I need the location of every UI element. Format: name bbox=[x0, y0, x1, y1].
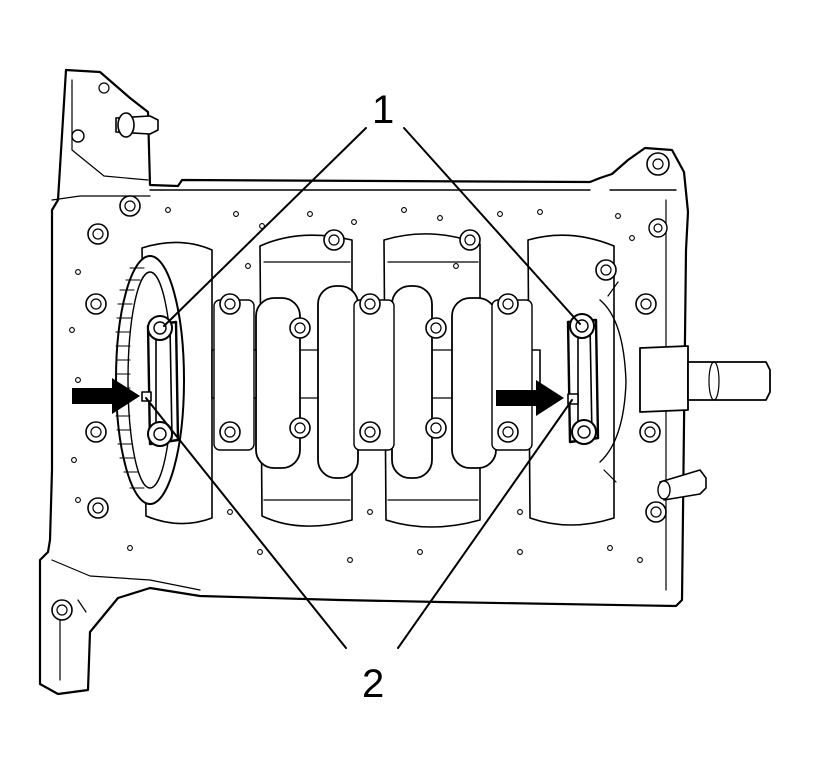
bolt-center bbox=[294, 322, 306, 334]
deck-hole bbox=[71, 457, 77, 463]
bolt-center bbox=[430, 422, 442, 434]
bolt-center bbox=[430, 322, 442, 334]
deck-hole bbox=[453, 263, 459, 269]
left-alignment-mark bbox=[141, 391, 152, 402]
deck-hole bbox=[615, 213, 621, 219]
bolt-center bbox=[56, 604, 68, 616]
bolt-center bbox=[124, 200, 136, 212]
block-bolts bbox=[51, 195, 667, 621]
main-bearing-caps bbox=[213, 299, 533, 451]
deck-hole bbox=[607, 545, 613, 551]
deck-hole bbox=[165, 207, 171, 213]
deck-hole bbox=[401, 207, 407, 213]
left-bearing-cap bbox=[141, 315, 180, 447]
top-right-boss bbox=[646, 152, 670, 238]
deck-hole bbox=[437, 215, 443, 221]
deck-hole bbox=[307, 211, 313, 217]
bolt-head bbox=[87, 223, 109, 245]
callout-1: 1 bbox=[372, 88, 395, 132]
bolt-head bbox=[87, 497, 109, 519]
bolt-head bbox=[289, 317, 311, 339]
bolt-head bbox=[51, 599, 73, 621]
bolt-head bbox=[497, 421, 519, 443]
right-arrow bbox=[496, 380, 564, 416]
deck-hole bbox=[637, 557, 643, 563]
bolt-head bbox=[425, 417, 447, 439]
bolt-head bbox=[85, 421, 107, 443]
bolt-center bbox=[90, 426, 102, 438]
deck-hole bbox=[75, 269, 81, 275]
bolt-head bbox=[425, 317, 447, 339]
bolt-head bbox=[645, 501, 667, 523]
leader-lines bbox=[145, 127, 581, 649]
bolt-center bbox=[650, 506, 662, 518]
right-alignment-mark bbox=[567, 393, 579, 405]
bolt-head bbox=[639, 421, 661, 443]
bolt-center bbox=[90, 298, 102, 310]
bolt-head bbox=[459, 229, 481, 251]
bolt-center bbox=[364, 298, 376, 310]
bolt-center bbox=[364, 426, 376, 438]
deck-hole bbox=[127, 545, 133, 551]
deck-hole bbox=[69, 327, 75, 333]
callout-2: 2 bbox=[362, 662, 385, 706]
deck-hole bbox=[497, 211, 503, 217]
deck-hole bbox=[537, 209, 543, 215]
bolt-head bbox=[595, 259, 617, 281]
bolt-center bbox=[644, 426, 656, 438]
bolt-center bbox=[224, 426, 236, 438]
deck-hole bbox=[75, 377, 81, 383]
bolt-head bbox=[497, 293, 519, 315]
crankshaft-snout bbox=[639, 345, 771, 413]
deck-hole bbox=[257, 549, 263, 555]
deck-hole bbox=[233, 211, 239, 217]
bolt-center bbox=[464, 234, 476, 246]
deck-hole bbox=[517, 509, 523, 515]
bolt-head bbox=[323, 229, 345, 251]
bolt-head bbox=[289, 417, 311, 439]
deck-holes bbox=[69, 207, 643, 563]
bolt-head bbox=[219, 421, 241, 443]
deck-hole bbox=[629, 235, 635, 241]
bolt-head bbox=[359, 421, 381, 443]
bolt-center bbox=[224, 298, 236, 310]
bolt-head bbox=[359, 293, 381, 315]
deck-hole bbox=[259, 223, 265, 229]
bolt-head bbox=[119, 195, 141, 217]
deck-hole bbox=[367, 509, 373, 515]
bolt-head bbox=[219, 293, 241, 315]
left-arrow bbox=[72, 378, 140, 414]
bolt-center bbox=[502, 298, 514, 310]
top-left-stud bbox=[71, 82, 159, 143]
bolt-center bbox=[92, 502, 104, 514]
deck-hole bbox=[245, 263, 251, 269]
deck-hole bbox=[417, 549, 423, 555]
bolt-center bbox=[294, 422, 306, 434]
bolt-center bbox=[640, 298, 652, 310]
right-bearing-cap bbox=[566, 281, 627, 483]
bolt-center bbox=[328, 234, 340, 246]
bolt-center bbox=[502, 426, 514, 438]
bolt-head bbox=[635, 293, 657, 315]
deck-hole bbox=[227, 509, 233, 515]
deck-hole bbox=[347, 557, 353, 563]
bolt-center bbox=[92, 228, 104, 240]
deck-hole bbox=[517, 549, 523, 555]
crank-bays bbox=[141, 233, 615, 528]
dowel-pin bbox=[657, 469, 707, 501]
deck-hole bbox=[75, 497, 81, 503]
deck-hole bbox=[351, 219, 357, 225]
bolt-head bbox=[85, 293, 107, 315]
bolt-center bbox=[600, 264, 612, 276]
